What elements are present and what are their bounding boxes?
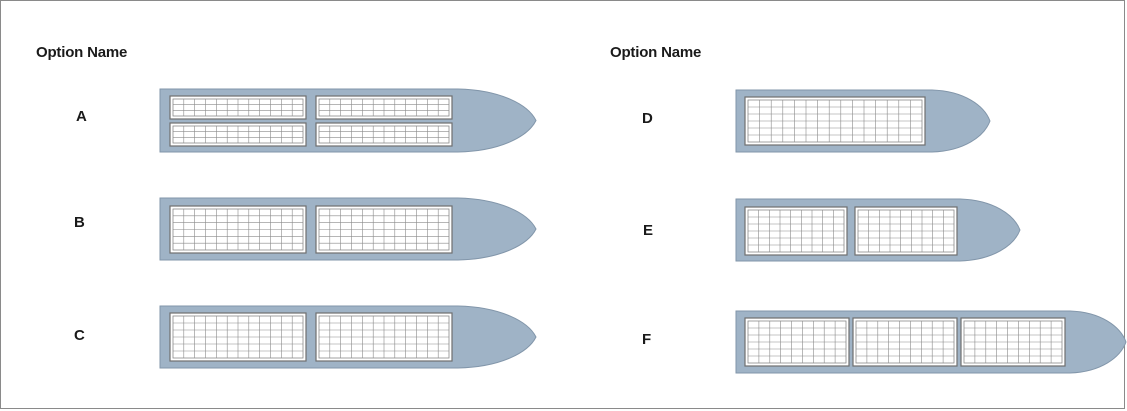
option-e-label: E bbox=[643, 222, 654, 239]
option-b-label: B bbox=[74, 214, 85, 231]
ship-option-a bbox=[159, 88, 537, 153]
ship-option-f bbox=[735, 310, 1127, 374]
ship-option-c bbox=[159, 305, 537, 369]
right-column-header: Option Name bbox=[610, 44, 702, 61]
option-d-label: D bbox=[642, 110, 653, 127]
ship-option-d bbox=[735, 89, 991, 153]
ship-option-e bbox=[735, 198, 1021, 262]
option-c-label: C bbox=[74, 327, 85, 344]
ship-option-b bbox=[159, 197, 537, 261]
left-column-header: Option Name bbox=[36, 44, 128, 61]
option-a-label: A bbox=[76, 108, 87, 125]
option-f-label: F bbox=[642, 331, 652, 348]
